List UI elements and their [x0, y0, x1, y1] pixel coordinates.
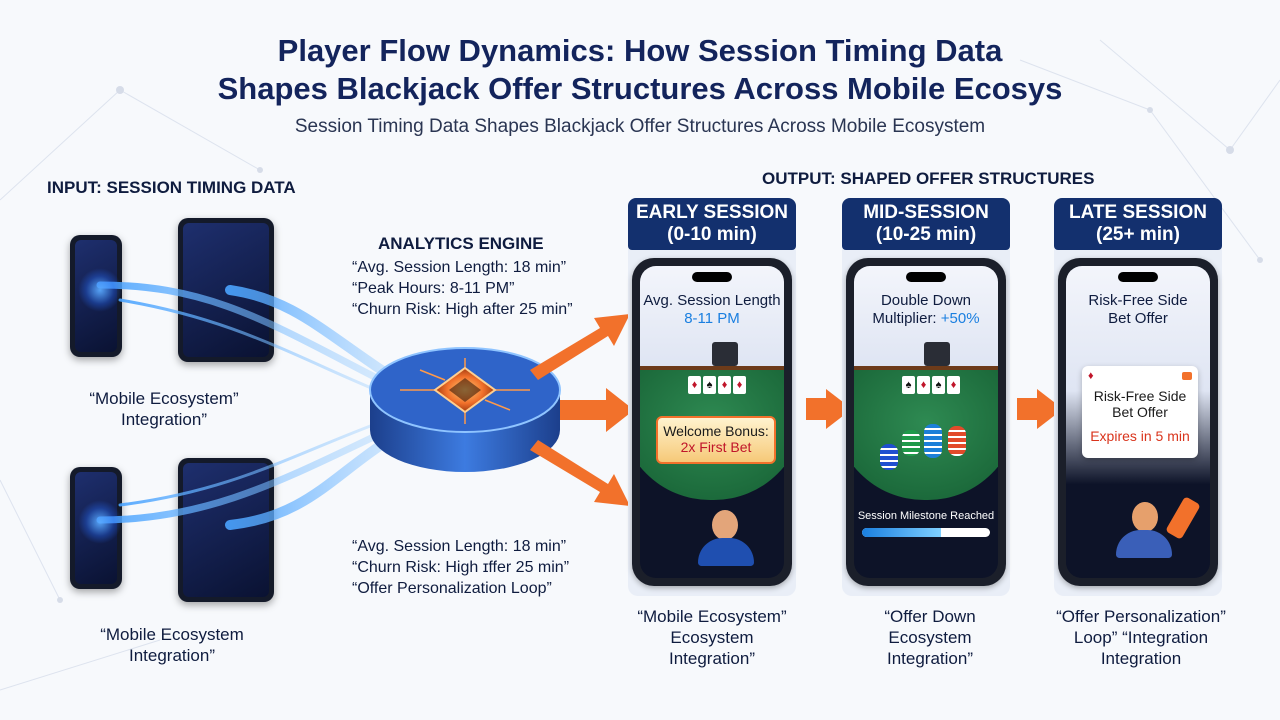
mid-screen-line-2: Multiplier: +50%: [872, 310, 980, 327]
player-avatar-body: [1116, 530, 1172, 558]
playing-card: ♦: [733, 376, 746, 394]
late-stage-caption: “Offer Personalization”Loop” “Integratio…: [1056, 607, 1226, 668]
diamond-icon: ♦: [1088, 370, 1094, 382]
welcome-bonus-offer[interactable]: Welcome Bonus: 2x First Bet: [656, 416, 776, 464]
input-caption-top: “Mobile Ecosystem”Integration”: [89, 389, 239, 429]
stage-early-header: EARLY SESSION(0-10 min): [628, 198, 796, 250]
playing-card: ♠: [703, 376, 716, 394]
chip-stack-icon: [924, 424, 942, 458]
engine-stats-bottom: “Avg. Session Length: 18 min”“Churn Risk…: [352, 538, 570, 597]
playing-card: ♠: [932, 376, 945, 394]
page-subtitle: Session Timing Data Shapes Blackjack Off…: [294, 116, 986, 137]
analytics-chip-icon: [369, 347, 561, 472]
engine-title: ANALYTICS ENGINE: [378, 234, 544, 253]
stage-mid-header: MID-SESSION(10-25 min): [842, 198, 1010, 250]
glow-phone-top: [78, 268, 122, 312]
phone-mid-session: Double Down Multiplier: +50% ♠ ♦ ♠ ♦ Ses…: [846, 258, 1006, 586]
late-screen-line-1: Risk-Free Side: [1088, 292, 1188, 309]
playing-card: ♦: [718, 376, 731, 394]
early-screen-line-1: Avg. Session Length: [643, 292, 781, 309]
player-avatar: [712, 510, 738, 540]
input-section-label: INPUT: SESSION TIMING DATA: [47, 178, 296, 197]
engine-stats-top: “Avg. Session Length: 18 min”“Peak Hours…: [352, 259, 573, 318]
mid-screen-line-1: Double Down: [880, 292, 972, 309]
milestone-label: Session Milestone Reached: [857, 510, 995, 522]
page-title-line-1: Player Flow Dynamics: How Session Timing…: [277, 33, 1003, 68]
risk-free-offer-card[interactable]: ♦ Risk-Free Side Bet Offer Expires in 5 …: [1082, 366, 1198, 458]
stage-late-header: LATE SESSION(25+ min): [1054, 198, 1222, 250]
data-flow-streams: [96, 281, 430, 530]
player-avatar-body: [698, 538, 754, 566]
arrow-early-to-mid: [806, 398, 828, 420]
page-title-line-2: Shapes Blackjack Offer Structures Across…: [217, 71, 1063, 106]
chip-stack-icon: [880, 444, 898, 470]
arrow-mid-to-late: [1017, 398, 1039, 420]
early-screen-line-2: 8-11 PM: [684, 310, 740, 327]
output-section-label: OUTPUT: SHAPED OFFER STRUCTURES: [762, 169, 1095, 188]
playing-card: ♠: [902, 376, 915, 394]
glow-phone-bottom: [78, 500, 122, 544]
playing-card: ♦: [688, 376, 701, 394]
milestone-progress-fill: [862, 528, 942, 537]
late-screen-line-2: Bet Offer: [1108, 310, 1168, 327]
offer-expiry: Expires in 5 min: [1090, 428, 1190, 444]
playing-card: ♦: [947, 376, 960, 394]
engine-output-arrows: [530, 314, 634, 506]
chip-stack-icon: [902, 430, 920, 456]
milestone-progress-bar: [862, 528, 990, 537]
phone-early-session: Avg. Session Length 8-11 PM ♦ ♠ ♦ ♦ Welc…: [632, 258, 792, 586]
chip-stack-icon: [948, 426, 966, 456]
phone-late-session: Risk-Free Side Bet Offer ♦ Risk-Free Sid…: [1058, 258, 1218, 586]
playing-card: ♦: [917, 376, 930, 394]
player-avatar: [1132, 502, 1158, 532]
close-tag-icon[interactable]: [1182, 372, 1192, 380]
